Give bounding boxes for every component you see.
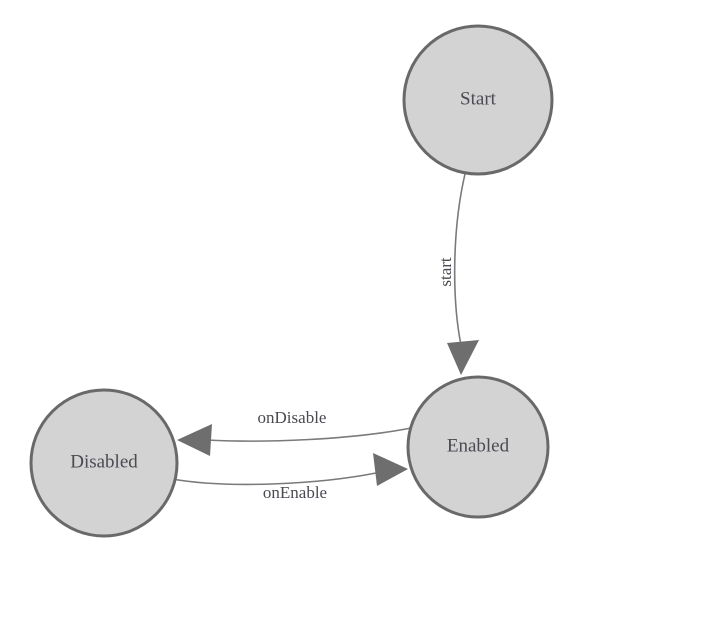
arrowhead-icon-into-disabled	[177, 424, 212, 456]
node-start[interactable]: Start	[402, 24, 554, 176]
edge-label-ondisable: onDisable	[258, 408, 327, 427]
arrowhead-icon-into-enabled-2	[373, 453, 408, 486]
node-enabled-circle	[406, 375, 550, 519]
edge-path-disabled-to-enabled	[171, 472, 377, 486]
node-start-label: Start	[460, 88, 497, 109]
edge-start-to-enabled[interactable]: start	[436, 173, 479, 375]
edge-path-enabled-to-disabled	[206, 427, 412, 442]
node-start-circle	[402, 24, 554, 176]
node-enabled[interactable]: Enabled	[406, 375, 550, 519]
edge-label-start: start	[436, 257, 455, 287]
arrowhead-icon-into-enabled	[447, 340, 479, 375]
node-disabled-label: Disabled	[70, 451, 138, 472]
edge-disabled-to-enabled[interactable]: onEnable	[171, 453, 408, 502]
node-disabled-circle	[29, 388, 179, 538]
node-enabled-label: Enabled	[447, 435, 510, 456]
node-disabled[interactable]: Disabled	[29, 388, 179, 538]
edge-label-onenable: onEnable	[263, 483, 327, 502]
edge-enabled-to-disabled[interactable]: onDisable	[177, 408, 412, 456]
edge-path-start-to-enabled	[453, 173, 466, 346]
